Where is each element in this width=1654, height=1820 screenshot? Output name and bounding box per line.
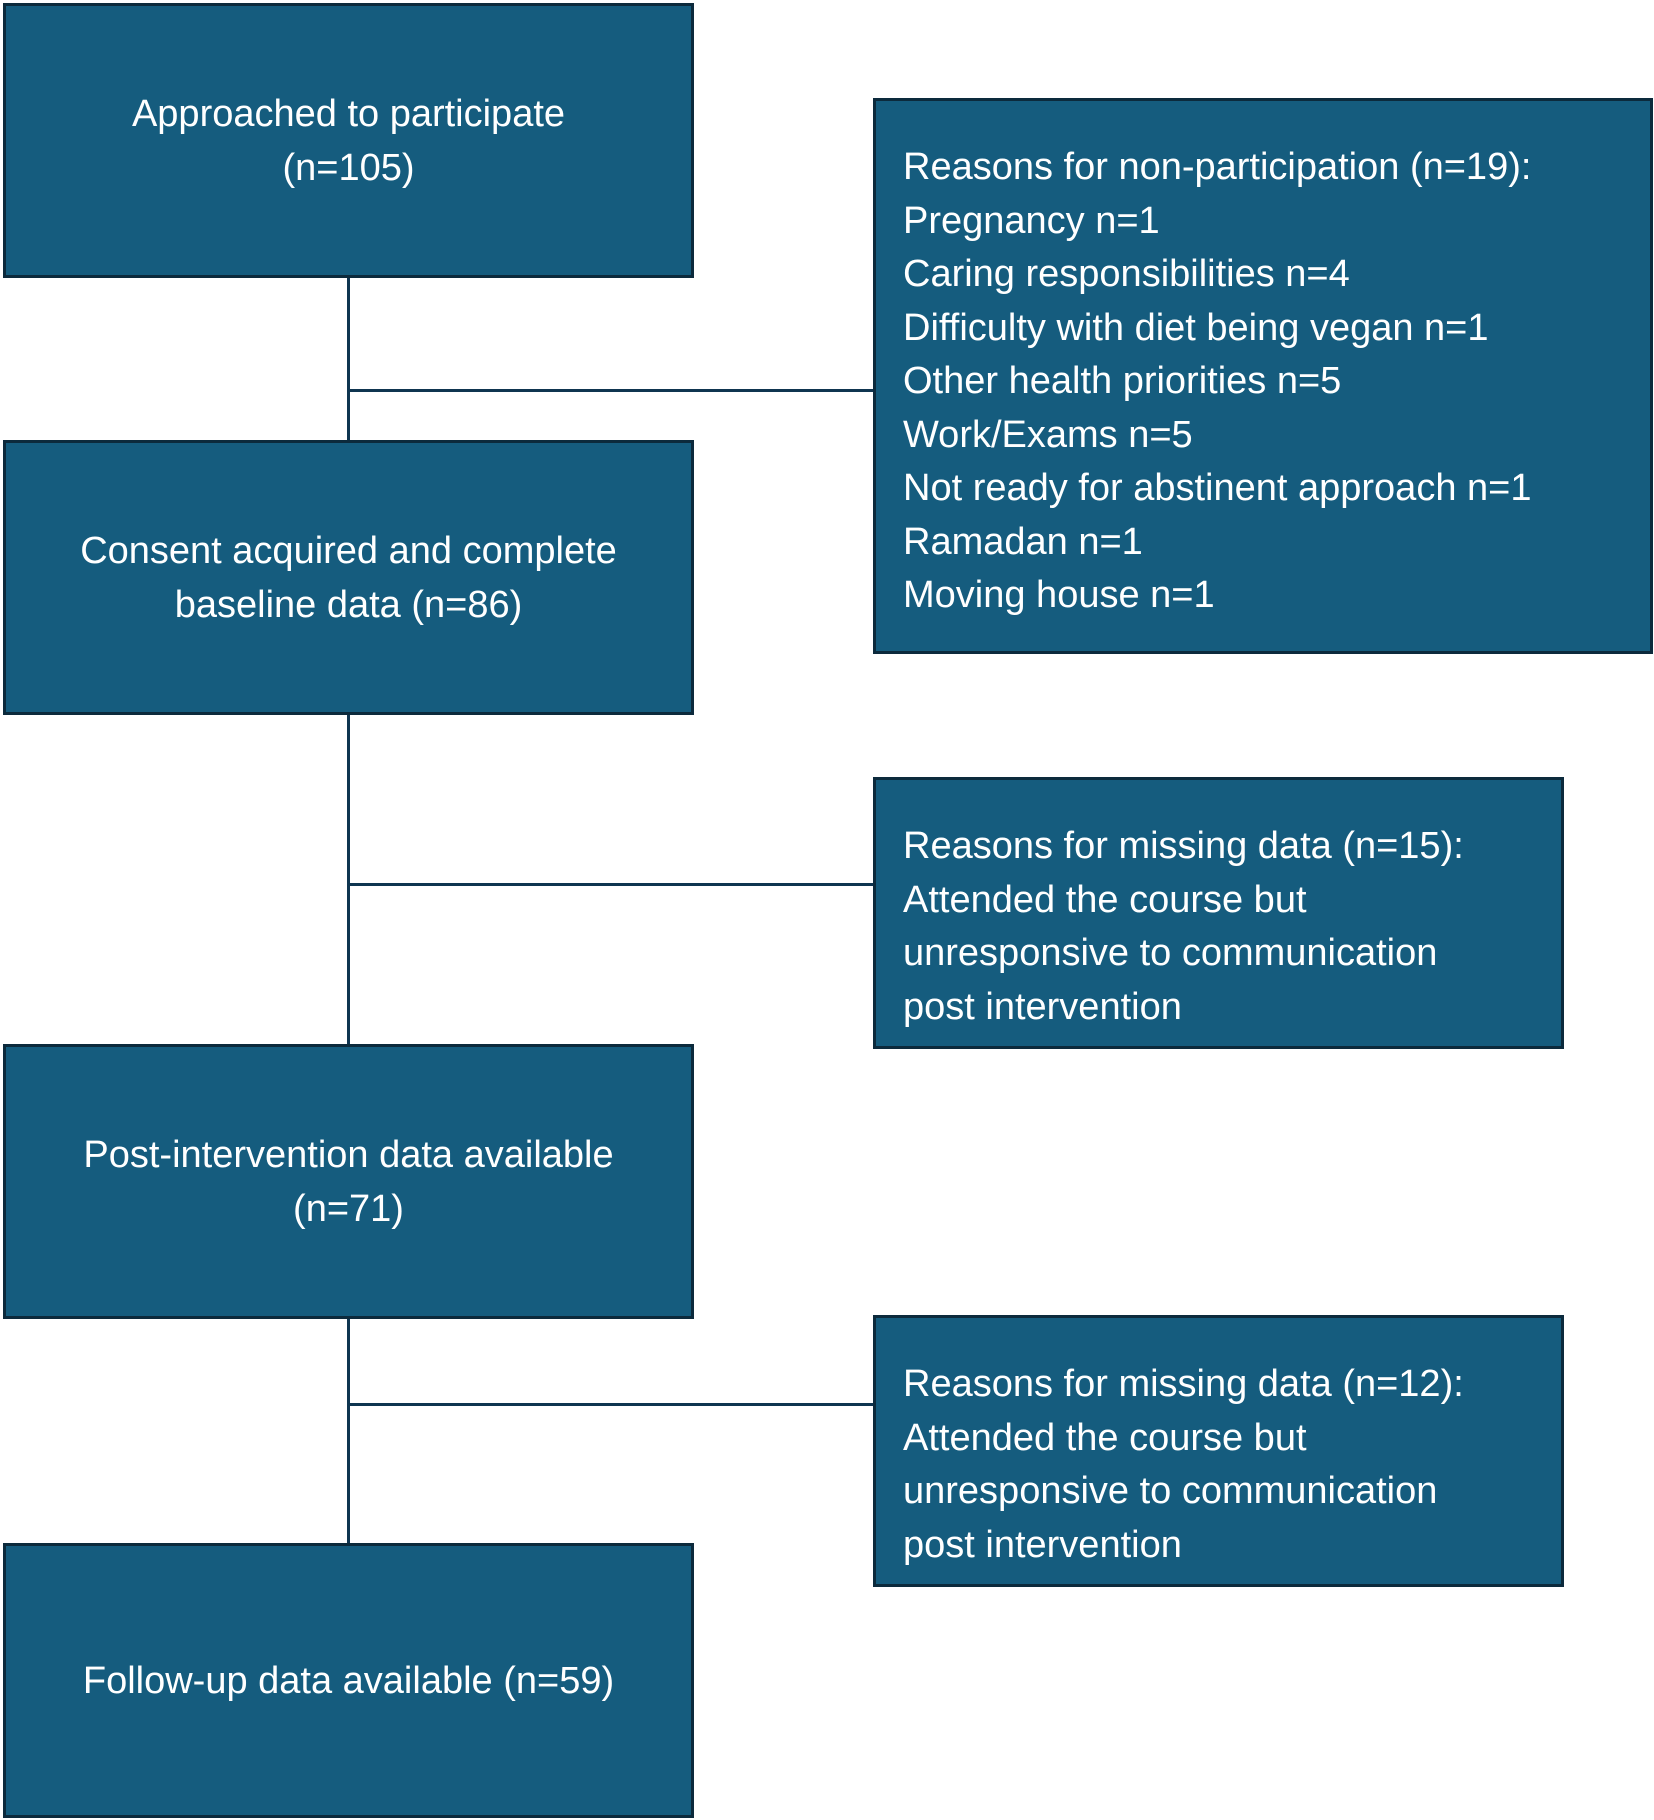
consent-box: Consent acquired and complete baseline d… xyxy=(3,440,694,715)
missing-post-heading: Reasons for missing data (n=15): xyxy=(903,825,1464,867)
post-intervention-line-1: Post-intervention data available xyxy=(83,1133,614,1176)
missing-followup-heading: Reasons for missing data (n=12): xyxy=(903,1363,1464,1405)
non-participation-reason: Difficulty with diet being vegan n=1 xyxy=(903,306,1489,349)
approached-line-2: (n=105) xyxy=(282,146,415,189)
non-participation-reason: Caring responsibilities n=4 xyxy=(903,253,1350,295)
connector-branch-missing-followup xyxy=(347,1403,873,1406)
follow-up-line-1: Follow-up data available (n=59) xyxy=(82,1659,615,1702)
non-participation-reason: Other health priorities n=5 xyxy=(903,360,1342,402)
follow-up-label: Follow-up data available (n=59) xyxy=(83,1654,614,1708)
missing-post-reason: unresponsive to communication xyxy=(903,932,1438,974)
missing-followup-reason: post intervention xyxy=(903,1523,1182,1566)
non-participation-reason: Ramadan n=1 xyxy=(903,520,1143,563)
missing-followup-reason: unresponsive to communication xyxy=(903,1470,1438,1512)
consent-line-1: Consent acquired and complete xyxy=(80,529,617,572)
missing-followup-reason: Attended the course but xyxy=(903,1416,1307,1459)
approached-label: Approached to participate (n=105) xyxy=(132,87,565,195)
non-participation-reason: Work/Exams n=5 xyxy=(903,413,1193,456)
connector-approached-to-consent xyxy=(347,274,350,442)
connector-post-to-followup xyxy=(347,1316,350,1544)
consent-line-2: baseline data (n=86) xyxy=(174,583,523,626)
non-participation-box: Reasons for non-participation (n=19): Pr… xyxy=(873,98,1653,654)
post-intervention-line-2: (n=71) xyxy=(293,1187,404,1230)
approached-box: Approached to participate (n=105) xyxy=(3,3,694,278)
non-participation-reason: Not ready for abstinent approach n=1 xyxy=(903,467,1532,509)
follow-up-box: Follow-up data available (n=59) xyxy=(3,1543,694,1818)
non-participation-reason: Moving house n=1 xyxy=(903,574,1215,616)
approached-line-1: Approached to participate xyxy=(131,92,566,135)
missing-post-box: Reasons for missing data (n=15): Attende… xyxy=(873,777,1564,1049)
consent-label: Consent acquired and complete baseline d… xyxy=(80,524,617,632)
missing-followup-box: Reasons for missing data (n=12): Attende… xyxy=(873,1315,1564,1587)
connector-branch-non-participation xyxy=(347,389,873,392)
non-participation-reason: Pregnancy n=1 xyxy=(903,199,1160,242)
post-intervention-box: Post-intervention data available (n=71) xyxy=(3,1044,694,1319)
connector-consent-to-post xyxy=(347,713,350,1045)
missing-post-reason: post intervention xyxy=(903,985,1182,1028)
non-participation-heading: Reasons for non-participation (n=19): xyxy=(903,146,1532,188)
connector-branch-missing-post xyxy=(347,883,873,886)
missing-post-reason: Attended the course but xyxy=(903,878,1307,921)
post-intervention-label: Post-intervention data available (n=71) xyxy=(83,1128,613,1236)
